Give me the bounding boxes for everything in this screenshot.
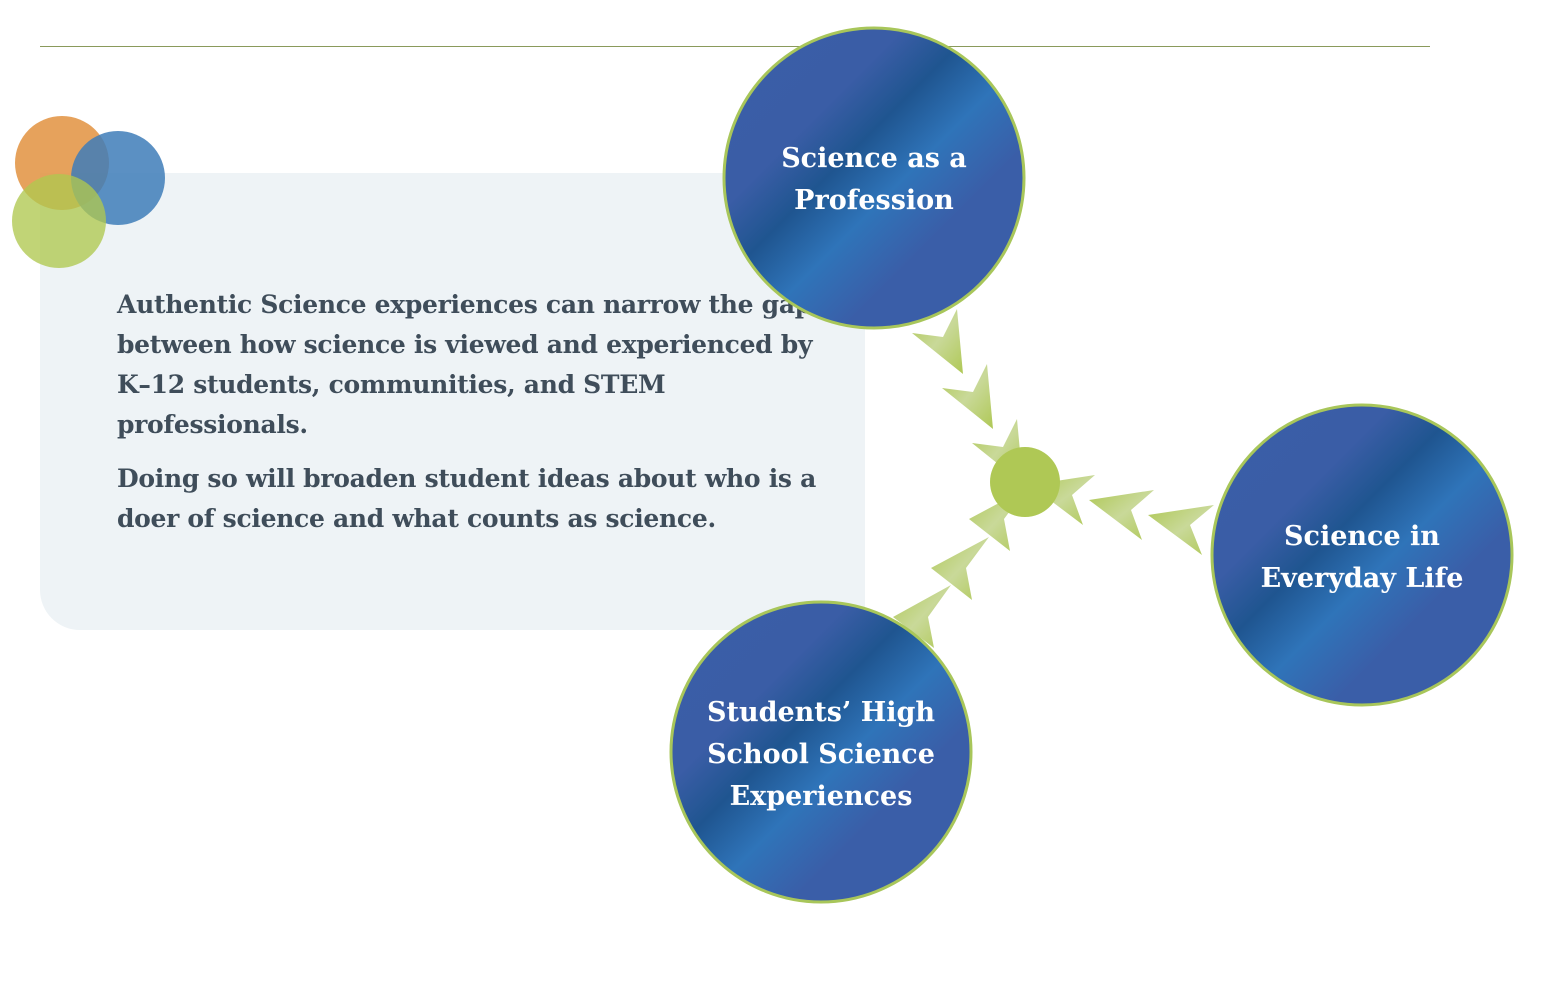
text-panel [40, 173, 865, 630]
conclusion-paragraph: Doing so will broaden student ideas abou… [117, 464, 816, 533]
center-hub [990, 447, 1060, 517]
arrow-icon [1089, 490, 1154, 540]
text-panel-content: Authentic Science experiences can narrow… [117, 285, 817, 553]
node-students-label: Students’ High School Science Experience… [706, 697, 936, 812]
arrow-icon [1148, 505, 1214, 555]
arrow-icon [931, 537, 989, 600]
arrows-from-students [893, 488, 1027, 648]
arrow-icon [942, 364, 993, 429]
arrow-icon [912, 309, 963, 374]
node-everyday-circle [1210, 403, 1514, 707]
intro-paragraph: Authentic Science experiences can narrow… [117, 290, 813, 439]
node-profession-circle [722, 26, 1026, 330]
logo-green-circle [12, 174, 106, 268]
node-students-circle [669, 600, 973, 904]
top-divider [40, 46, 1430, 47]
arrow-icon [893, 585, 951, 648]
node-everyday-label: Science in Everyday Life [1260, 521, 1464, 594]
node-profession-label: Science as a Profession [781, 143, 967, 216]
